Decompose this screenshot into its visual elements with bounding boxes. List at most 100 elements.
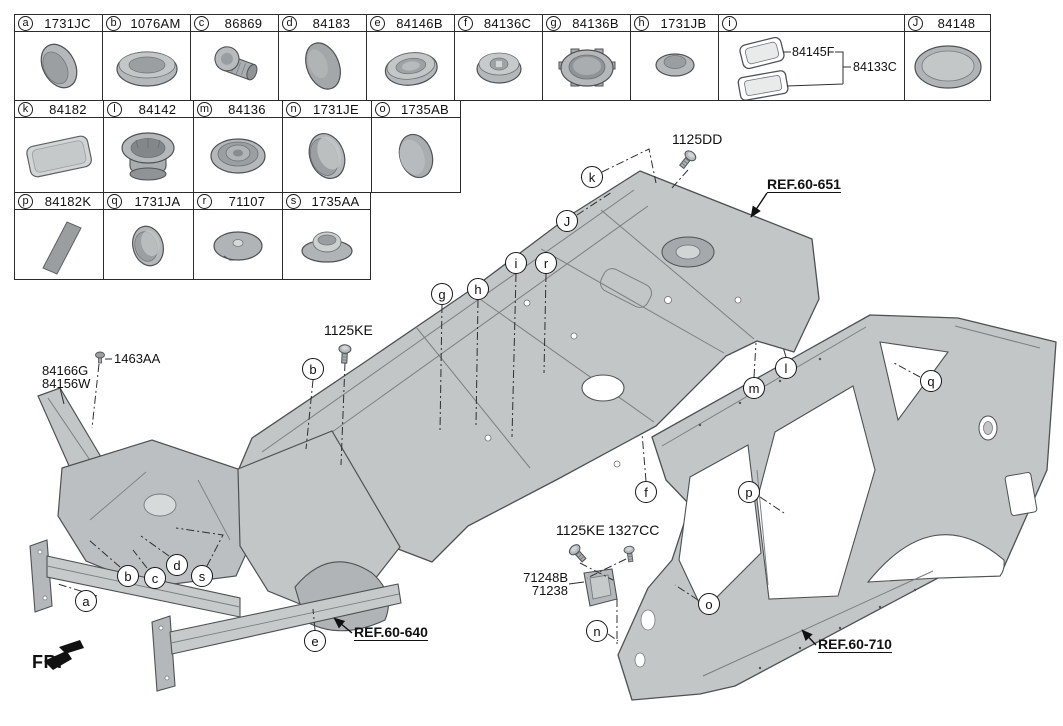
cell-letter-badge: k [18,101,33,117]
callout-g: g [431,283,453,305]
bolt-1125dd-icon [676,148,699,172]
cell-letter-badge: m [197,101,212,117]
bracket-71248b-drawing [583,568,618,607]
cell-letter-badge: o [375,101,390,117]
parts-cell-s: s 1735AA [282,192,371,280]
fastener-label-1463aa: 1463AA [114,351,161,366]
callout-l: l [775,357,797,379]
part-number: 1735AA [311,193,360,209]
parts-cell-c: c 86869 [190,14,279,101]
cell-letter-badge: s [286,193,301,209]
part-number: 84183 [312,15,351,31]
clip-1463aa-icon [95,351,105,364]
leader-lines [57,148,921,644]
fr-direction-arrow-icon [44,640,84,670]
fastener-label-1125ke-pillar: 1125KE [556,522,605,538]
part-number: 1735AB [400,101,450,117]
part-number: 1731JE [313,101,359,117]
ref-arrows [333,192,817,646]
callout-J: J [556,210,578,232]
parts-cell-r: r 71107 [193,192,283,280]
part-number: 1731JB [660,15,707,31]
part-number: 1731JC [44,15,91,31]
part-number: 84136B [572,15,619,31]
callout-i: i [505,252,527,274]
cell-letter-badge: a [18,15,33,31]
callout-o: o [698,593,720,615]
cell-letter-badge: d [282,15,297,31]
side-panel-drawing [617,314,1057,701]
part-number: 86869 [224,15,263,31]
part-d-thumbnail [279,32,366,100]
part-h-thumbnail [631,32,718,100]
part-number: 1731JA [134,193,181,209]
parts-cell-k: k 84182 [14,100,104,193]
cell-letter-badge: c [194,15,209,31]
part-number: 84148 [937,15,976,31]
cell-letter-badge: e [370,15,385,31]
part-number: 84146B [396,15,443,31]
part-n-thumbnail [283,118,371,192]
callout-a: a [75,590,97,612]
front-structure-drawing [29,387,402,692]
cell-letter-badge: i [722,15,737,31]
part-s-thumbnail [283,210,370,279]
part-label-71248b: 71248B [523,570,568,585]
cell-letter-badge: p [18,193,33,209]
parts-cell-o: o 1735AB [371,100,461,193]
sub-part-number-84145f: 84145F [792,45,835,59]
part-m-thumbnail [194,118,282,192]
parts-cell-i: i 84145F 84133C [718,14,905,101]
part-number: 84182 [49,101,87,117]
parts-cell-e: e 84146B [366,14,455,101]
part-q-thumbnail [104,210,193,279]
part-J-thumbnail [905,32,990,100]
part-b-thumbnail [103,32,190,100]
parts-cell-n: n 1731JE [282,100,372,193]
ref-label-60-640: REF.60-640 [354,624,428,641]
bolt-1125ke-floor-icon [337,343,352,364]
cell-letter-badge: n [286,101,301,117]
parts-cell-d: d 84183 [278,14,367,101]
callout-c: c [144,567,166,589]
cell-letter-badge: r [197,193,212,209]
callout-m: m [743,377,765,399]
callout-b-front: b [117,565,139,587]
cell-letter-badge: b [106,15,121,31]
part-r-thumbnail [194,210,282,279]
callout-f: f [635,481,657,503]
part-label-71238: 71238 [531,583,568,598]
fastener-label-1125dd: 1125DD [672,131,723,147]
callout-n: n [586,620,608,642]
parts-cell-p: p 84182K [14,192,104,280]
callout-h: h [467,278,489,300]
part-number: 71107 [228,193,266,209]
part-number: 84182K [44,193,92,209]
parts-cell-m: m 84136 [193,100,283,193]
part-number: 84136 [228,101,266,117]
ref-label-60-710: REF.60-710 [818,636,892,653]
ref-label-60-651: REF.60-651 [767,176,841,193]
part-label-84166g: 84166G [42,363,89,378]
callout-k: k [581,166,603,188]
callout-b-floor: b [302,358,324,380]
part-l-thumbnail [104,118,193,192]
part-g-thumbnail [543,32,630,100]
callout-s: s [191,565,213,587]
part-o-thumbnail [372,118,460,192]
callout-e: e [304,630,326,652]
sub-part-number-84133c: 84133C [853,60,897,74]
part-i-thumbnail: 84145F 84133C [719,32,904,101]
cell-letter-badge: f [458,15,473,31]
fastener-label-1125ke-floor: 1125KE [324,322,373,338]
part-p-thumbnail [15,210,103,279]
parts-cell-a: a 1731JC [14,14,103,101]
floor-panel-drawing [237,170,820,563]
part-label-84156w: 84156W [42,376,91,391]
